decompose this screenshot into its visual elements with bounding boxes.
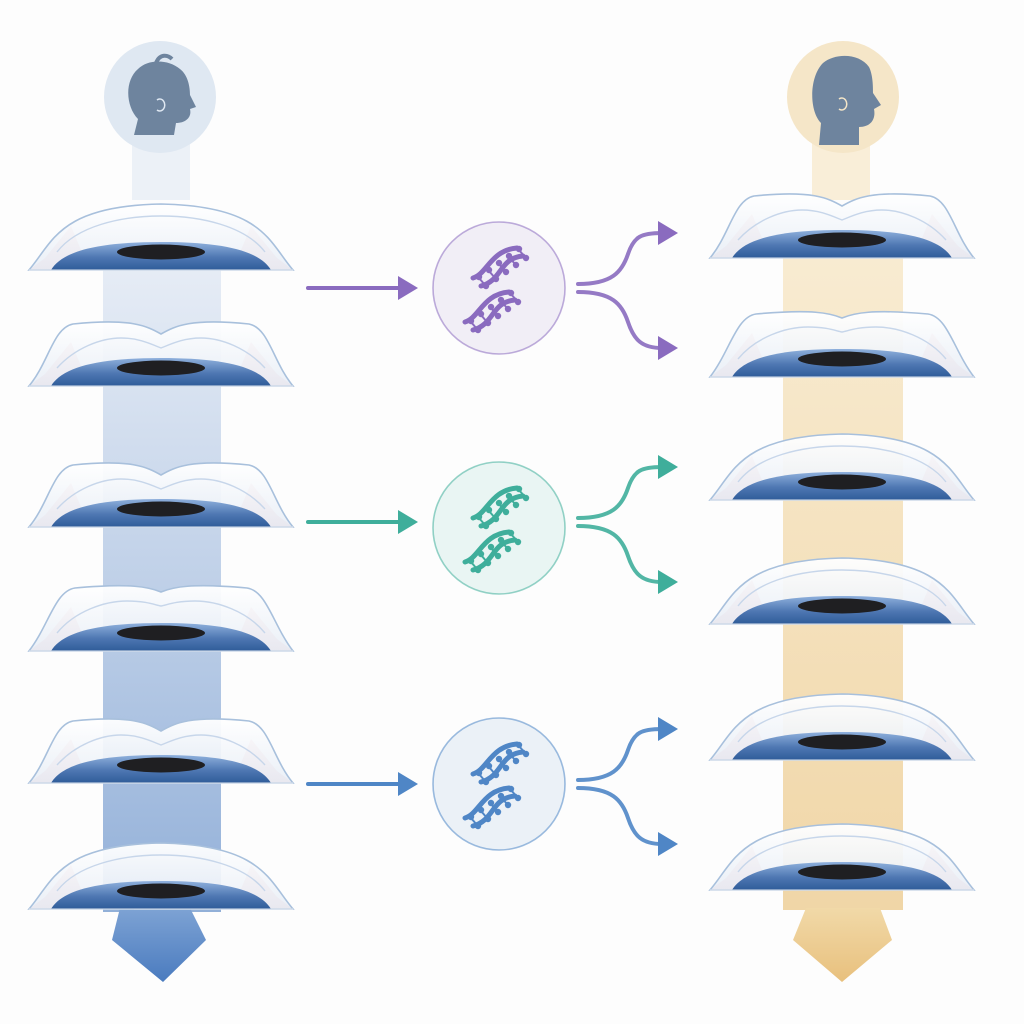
eye-cross-section-icon — [708, 433, 976, 501]
eye-cross-section-icon — [708, 310, 976, 378]
fork-arrow-icon — [576, 717, 678, 856]
eye-cross-section-icon — [27, 584, 295, 652]
dna-helix-icon — [432, 221, 566, 355]
arrow-down-icon — [112, 908, 206, 982]
eye-cross-section-icon — [708, 193, 976, 259]
eye-cross-section-icon — [708, 557, 976, 625]
arrow-right-icon — [306, 772, 418, 796]
eye-cross-section-icon — [708, 823, 976, 891]
dna-helix-icon — [432, 461, 566, 595]
eye-cross-section-icon — [708, 693, 976, 761]
eye-cross-section-icon — [27, 462, 295, 528]
arrow-right-icon — [306, 276, 418, 300]
eye-cross-section-icon — [27, 321, 295, 387]
fork-arrow-icon — [576, 221, 678, 360]
eye-cross-section-icon — [27, 203, 295, 271]
child-head-silhouette-icon — [104, 41, 216, 153]
dna-helix-icon — [432, 717, 566, 851]
arrow-down-icon — [793, 908, 892, 982]
adult-head-silhouette-icon — [787, 41, 899, 153]
eye-cross-section-icon — [27, 718, 295, 784]
fork-arrow-icon — [576, 455, 678, 594]
arrow-right-icon — [306, 510, 418, 534]
eye-cross-section-icon — [27, 842, 295, 910]
